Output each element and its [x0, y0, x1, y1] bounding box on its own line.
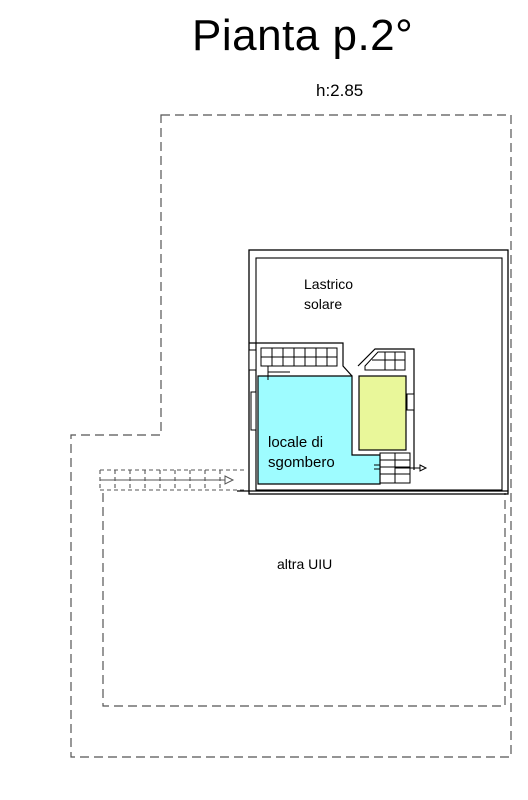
window-core-top [248, 349, 257, 371]
stair-top-left [260, 347, 338, 367]
room-label-lastrico-line2: solare [304, 296, 343, 312]
yellow-room [358, 375, 407, 451]
building-outer-wall [248, 249, 509, 495]
window-left [250, 391, 257, 431]
stair-arrowhead-left [224, 475, 235, 485]
stair-arrowhead-right [419, 464, 428, 472]
height-label: h:2.85 [316, 81, 364, 100]
room-label-lastrico-line1: Lastrico [304, 276, 354, 292]
stair-top-right [364, 351, 406, 371]
dashed-outer-boundary [70, 114, 512, 758]
window-right [406, 393, 415, 411]
room-label-locale-line1: locale di [268, 434, 324, 451]
room-label-altra-uiu: altra UIU [277, 556, 333, 572]
room-label-locale-line2: sgombero [268, 454, 335, 471]
room-label-lastrico: Lastrico solare [304, 274, 353, 314]
dashed-altra-uiu-boundary [102, 493, 506, 707]
page-title: Pianta p.2° [192, 11, 414, 60]
room-label-locale: locale di sgombero [268, 433, 335, 473]
